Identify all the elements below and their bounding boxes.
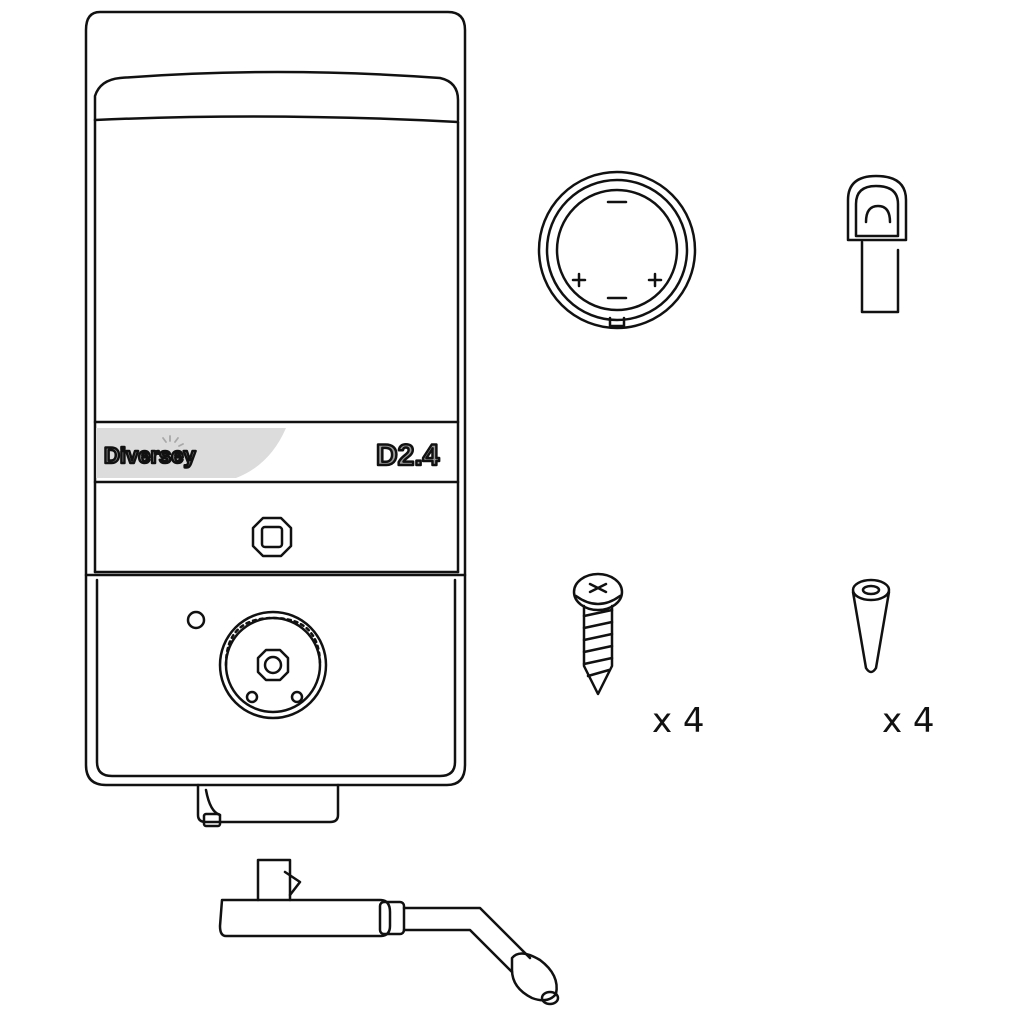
pump-mount (218, 610, 328, 720)
wall-plug-quantity: x 4 (882, 701, 935, 741)
dispenser-cap-bottom (93, 115, 460, 124)
dispenser-top-cover (84, 10, 467, 577)
lock-nut (251, 516, 293, 558)
brand-swoosh (96, 428, 286, 478)
dispenser-unit: Diversey D2.4 (84, 10, 467, 828)
dispenser-cap-line (93, 70, 460, 122)
sunburst-logo-icon (162, 435, 184, 447)
screw-head (572, 572, 624, 612)
label-band: Diversey D2.4 (93, 420, 460, 484)
screw-quantity: x 4 (652, 701, 705, 741)
indicator-hole (186, 610, 206, 630)
nozzle-block (196, 783, 340, 824)
wall-plug-part (851, 578, 891, 674)
screw-part (572, 572, 624, 696)
dispenser-lower-housing (84, 573, 467, 787)
mounting-ring (537, 170, 697, 330)
brand-name: Diversey (104, 443, 197, 468)
nozzle-part (218, 858, 560, 1006)
nozzle-bracket (218, 898, 392, 938)
model-number: D2.4 (376, 439, 440, 472)
elbow-connector (846, 174, 908, 314)
